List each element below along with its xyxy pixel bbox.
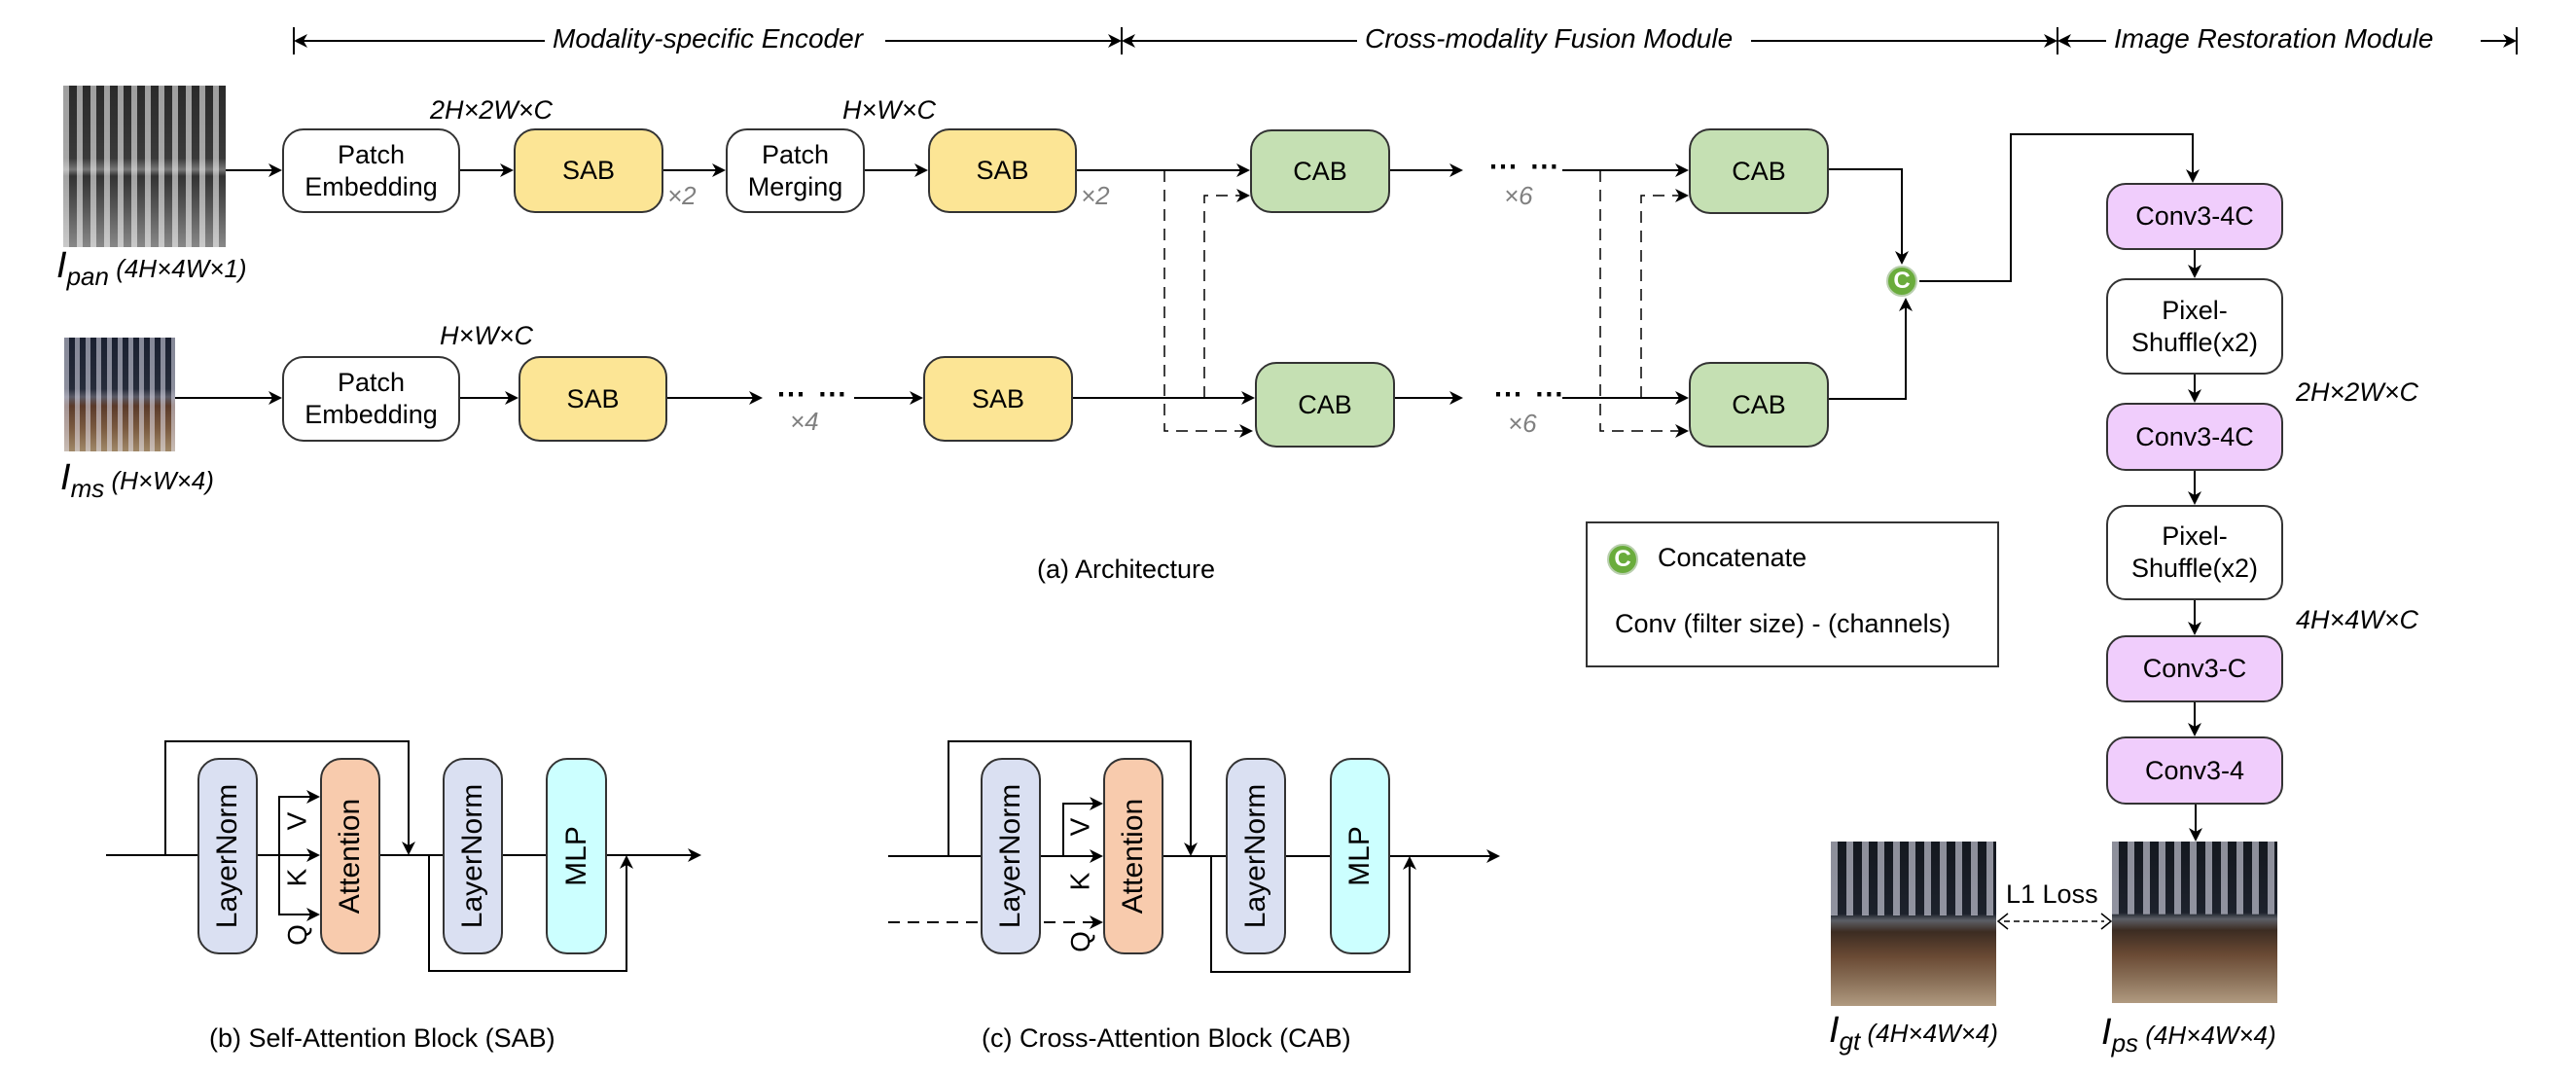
ms-dim: H×W×C [440, 321, 534, 350]
conv3-4c-1: Conv3-4C [2106, 183, 2283, 250]
cab-mlp-label: MLP [1343, 826, 1376, 886]
cab-layernorm-1-label: LayerNorm [994, 783, 1026, 929]
conv3-c: Conv3-C [2106, 635, 2283, 702]
pan-label: Ipan (4H×4W×1) [56, 245, 247, 292]
sab-layernorm-1-label: LayerNorm [211, 783, 243, 929]
ps-label: Ips (4H×4W×4) [2101, 1012, 2276, 1058]
cab-bottom-2: CAB [1689, 362, 1829, 448]
conv3-4: Conv3-4 [2106, 736, 2283, 805]
pan-shape: (4H×4W×1) [116, 254, 247, 283]
cab-v-label: V [1064, 817, 1095, 837]
gt-label: Igt (4H×4W×4) [1829, 1010, 1998, 1057]
cab-bottom-1: CAB [1255, 362, 1395, 448]
sab-v-label: V [281, 811, 312, 831]
ms-shape: (H×W×4) [111, 466, 214, 495]
cab-k-label: K [1064, 872, 1095, 891]
ps-image [2112, 842, 2277, 1003]
ms-sab-1: SAB [519, 356, 667, 442]
pan-dim-1: 2H×2W×C [430, 95, 554, 125]
pan-patch-embedding: Patch Embedding [282, 128, 460, 213]
legend-concatenate-icon: C [1607, 544, 1638, 575]
caption-cab: (c) Cross-Attention Block (CAB) [982, 1023, 1351, 1053]
caption-sab: (b) Self-Attention Block (SAB) [209, 1023, 555, 1053]
sab-mlp: MLP [546, 758, 607, 954]
sab-layernorm-1: LayerNorm [197, 758, 258, 954]
cab-attention: Attention [1103, 758, 1163, 954]
ms-patch-embedding: Patch Embedding [282, 356, 460, 442]
sab-k-label: K [281, 868, 312, 887]
legend-conv-label: Conv (filter size) - (channels) [1615, 609, 1951, 638]
gt-shape: (4H×4W×4) [1867, 1019, 1998, 1048]
cab-q-label: Q [1064, 931, 1095, 952]
pixel-shuffle-1: Pixel- Shuffle(x2) [2106, 278, 2283, 375]
cab-mlp: MLP [1330, 758, 1390, 954]
ms-image [64, 338, 175, 451]
pan-subscript: pan [66, 262, 109, 291]
pan-rep-1: ×2 [667, 181, 697, 210]
fusion-top-dots: ⋯ ⋯ [1488, 151, 1561, 183]
ms-subscript: ms [70, 474, 105, 503]
sab-attention: Attention [320, 758, 380, 954]
pan-patch-merging: Patch Merging [726, 128, 865, 213]
ms-label: Ims (H×W×4) [60, 457, 214, 504]
legend-concatenate-label: Concatenate [1658, 543, 1807, 572]
sab-layernorm-2-label: LayerNorm [456, 783, 488, 929]
restoration-header: Image Restoration Module [2106, 23, 2442, 54]
cab-layernorm-2: LayerNorm [1226, 758, 1286, 954]
encoder-header: Modality-specific Encoder [545, 23, 872, 54]
restoration-dim-2: 4H×4W×C [2296, 605, 2419, 634]
ms-sab-2: SAB [923, 356, 1073, 442]
conv3-4c-2: Conv3-4C [2106, 403, 2283, 471]
sab-layernorm-2: LayerNorm [443, 758, 503, 954]
pan-sab-2: SAB [928, 128, 1077, 213]
ms-dots: ⋯ ⋯ [776, 378, 849, 411]
pan-symbol: I [56, 245, 67, 286]
sab-attention-label: Attention [334, 798, 366, 915]
pan-dim-2: H×W×C [842, 95, 937, 125]
legend-box: C Concatenate Conv (filter size) - (chan… [1586, 521, 1999, 667]
pan-rep-2: ×2 [1081, 181, 1110, 210]
pan-image [63, 86, 226, 247]
ms-symbol: I [60, 457, 71, 498]
restoration-dim-1: 2H×2W×C [2296, 377, 2419, 407]
gt-subscript: gt [1839, 1026, 1861, 1056]
gt-image [1831, 842, 1996, 1006]
cab-layernorm-1: LayerNorm [981, 758, 1041, 954]
concatenate-icon: C [1886, 266, 1917, 297]
ps-subscript: ps [2111, 1028, 2139, 1058]
ms-rep: ×4 [790, 407, 819, 436]
cab-attention-label: Attention [1117, 798, 1149, 915]
l1-loss-label: L1 Loss [2006, 879, 2098, 909]
cab-top-2: CAB [1689, 128, 1829, 214]
caption-architecture: (a) Architecture [1037, 555, 1216, 584]
sab-mlp-label: MLP [559, 826, 592, 886]
pixel-shuffle-2: Pixel- Shuffle(x2) [2106, 505, 2283, 600]
fusion-bottom-dots: ⋯ ⋯ [1493, 378, 1566, 411]
fusion-top-rep: ×6 [1504, 181, 1533, 210]
pan-sab-1: SAB [514, 128, 663, 213]
ps-shape: (4H×4W×4) [2145, 1021, 2276, 1050]
sab-q-label: Q [281, 924, 312, 946]
cab-layernorm-2-label: LayerNorm [1239, 783, 1271, 929]
fusion-bottom-rep: ×6 [1508, 409, 1537, 438]
ps-symbol: I [2101, 1012, 2112, 1053]
cab-top-1: CAB [1250, 129, 1390, 213]
gt-symbol: I [1829, 1010, 1840, 1051]
fusion-header: Cross-modality Fusion Module [1357, 23, 1741, 54]
